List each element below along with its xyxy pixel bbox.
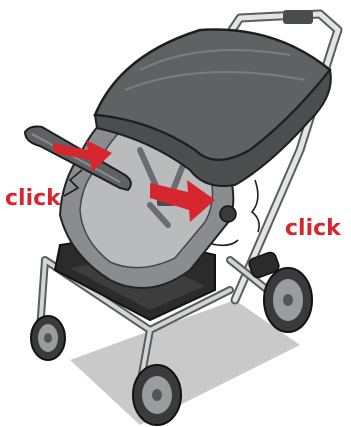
right-click-label: click <box>285 216 342 241</box>
front-right-wheel <box>133 365 181 425</box>
side-hinge <box>220 206 236 222</box>
rear-wheel <box>264 268 312 332</box>
front-left-wheel <box>31 316 65 360</box>
handle-grip <box>283 10 313 24</box>
ground-shadow <box>70 300 300 425</box>
left-click-label: click <box>5 186 62 211</box>
